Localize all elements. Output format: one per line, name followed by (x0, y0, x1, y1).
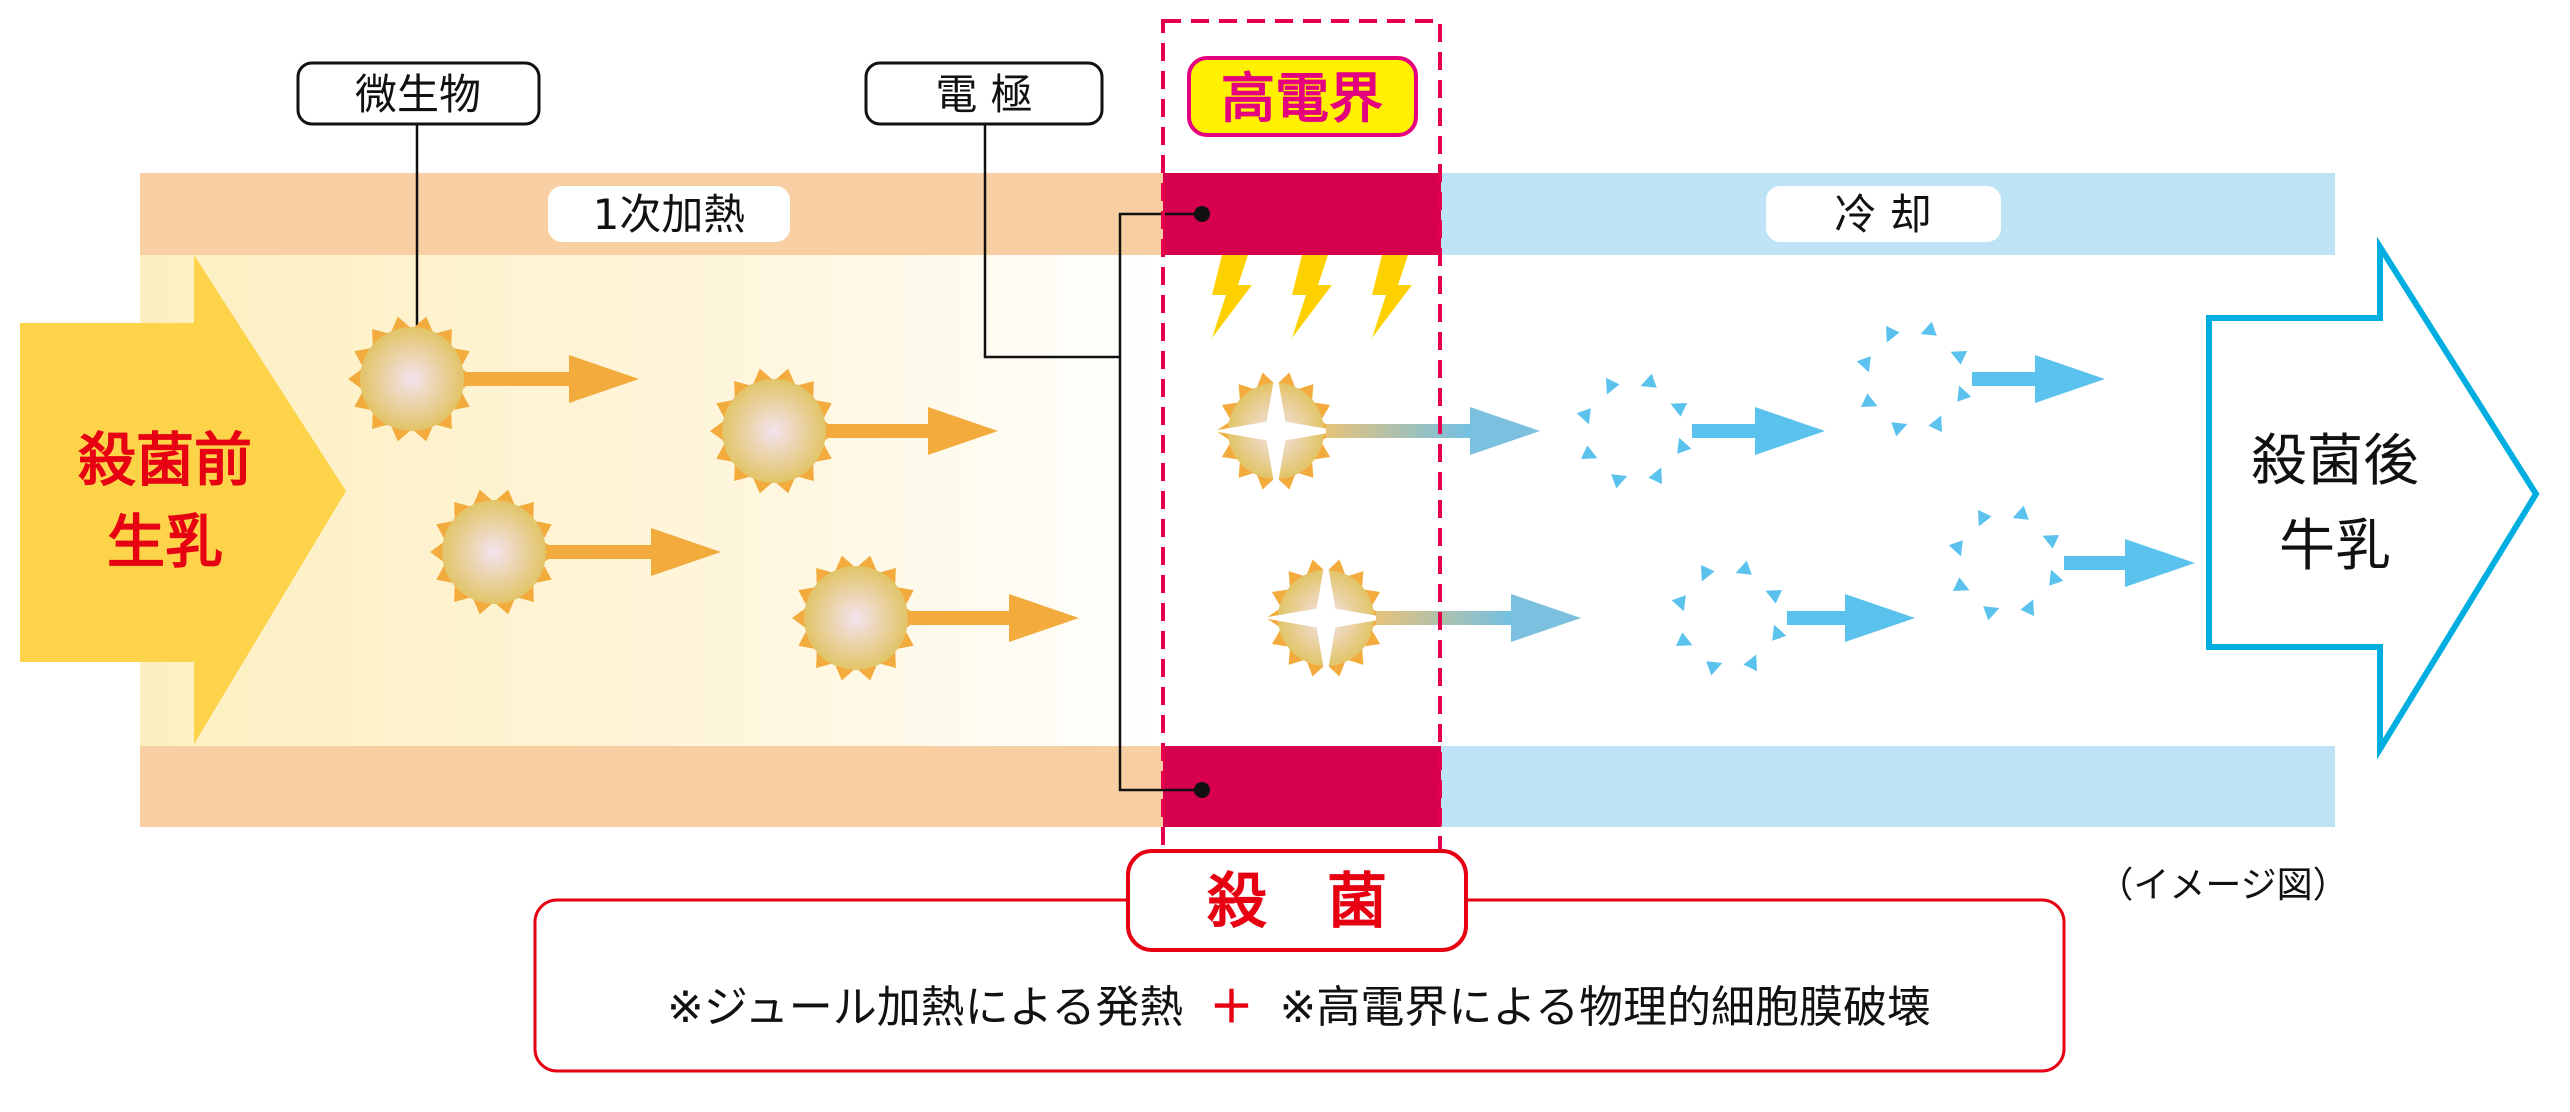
sterilization-tag (1126, 849, 1468, 952)
electrode-bottom (1163, 746, 1441, 827)
heating-band-bottom (140, 746, 1163, 827)
dead-cell-fragment (1675, 632, 1693, 646)
dead-cell-fragment (1928, 415, 1942, 433)
primary-heating-label: 1次加熱 (593, 190, 746, 239)
explanation-field: ※高電界による物理的細胞膜破壊 (1279, 982, 1931, 1033)
dead-cell-fragment (1891, 422, 1908, 437)
dead-cell-fragment (1701, 564, 1715, 582)
before-label-1: 殺菌前 (78, 426, 252, 494)
dead-cell-fragment (1952, 577, 1970, 591)
microbe-label: 微生物 (355, 70, 481, 119)
electrode-callout: 電 極 (864, 61, 1210, 798)
microbe-icon (722, 379, 826, 483)
cooling-label: 冷 却 (1834, 190, 1931, 239)
dead-cell-fragment (1580, 445, 1598, 459)
dead-cell-fragment (2020, 599, 2034, 617)
blue-arrow-head (1755, 407, 1825, 455)
dead-cell-fragment (1606, 377, 1620, 395)
dead-cell-fragment (1983, 606, 2000, 621)
high-field-label: 高電界 (1221, 67, 1383, 130)
blue-arrow-shaft (1972, 372, 2040, 386)
dead-cell-fragment (1671, 595, 1686, 612)
explanation-text: ※ジュール加熱による発熱 ＋ ※高電界による物理的細胞膜破壊 (667, 982, 1931, 1033)
orange-arrow-shaft (467, 372, 574, 386)
break-gap (1265, 367, 1287, 495)
dead-cell-fragment (1640, 373, 1657, 388)
dead-cell-fragment (1920, 321, 1937, 336)
lightning-icon (1292, 255, 1332, 338)
dead-cell-fragment (1772, 624, 1787, 641)
sterilization-label: 殺 菌 (1207, 867, 1387, 937)
dead-cell-fragment (1670, 403, 1688, 417)
break-gap (1315, 554, 1337, 682)
dead-cell-fragment (1856, 356, 1871, 373)
high-field-zone (1161, 19, 1442, 858)
blue-arrow-shaft (1692, 424, 1760, 438)
cooling-band-bottom (1441, 746, 2335, 827)
dead-cell-fragment (1706, 661, 1723, 676)
lightning-icons (1212, 255, 1412, 338)
dead-cell-fragment (1743, 654, 1757, 672)
electrode-label: 電 極 (935, 70, 1032, 119)
dead-cell-fragment (2049, 569, 2064, 586)
dead-cell-fragment (1950, 351, 1968, 365)
orange-arrow-shaft (911, 611, 1014, 625)
transition-arrow-head (1470, 407, 1540, 455)
dead-cell-fragment (1735, 560, 1752, 575)
dead-cell-fragment (1765, 590, 1783, 604)
after-label-1: 殺菌後 (2251, 429, 2419, 494)
orange-arrow-shaft (829, 424, 933, 438)
explanation-plus: ＋ (1209, 982, 1253, 1033)
transition-arrow-shaft (1326, 424, 1475, 438)
dead-cell-fragment (1886, 325, 1900, 343)
explanation-joule: ※ジュール加熱による発熱 (667, 982, 1183, 1033)
high-field-tag (1187, 56, 1418, 137)
dead-cell-fragment (1677, 437, 1692, 454)
microbe-icon (804, 566, 908, 670)
dead-cell-fragment (1948, 540, 1963, 557)
orange-arrow-head (651, 528, 721, 576)
dead-cell-fragment (2042, 535, 2060, 549)
orange-arrow-head (928, 407, 998, 455)
orange-arrow-shaft (549, 545, 656, 559)
orange-arrow-head (569, 355, 639, 403)
transition-arrow-shaft (1376, 611, 1516, 625)
lightning-icon (1372, 255, 1412, 338)
blue-arrow-head (2125, 539, 2195, 587)
blue-arrow-head (1845, 594, 1915, 642)
raw-milk-input-arrow (20, 255, 346, 744)
microbe-callout: 微生物 (296, 61, 541, 379)
before-label-2: 生乳 (107, 508, 223, 576)
orange-arrow-head (1009, 594, 1079, 642)
dead-cell-fragment (1611, 474, 1628, 489)
cooling-tag (1766, 186, 2001, 242)
image-note: （イメージ図） (2097, 865, 2348, 906)
dead-cell-fragment (1957, 385, 1972, 402)
after-label-2: 牛乳 (2279, 514, 2391, 579)
transition-arrow-head (1511, 594, 1581, 642)
dead-cell-fragment (2012, 505, 2029, 520)
blue-arrow-head (2035, 355, 2105, 403)
primary-heating-tag (548, 186, 790, 242)
dead-cell-fragment (1648, 467, 1662, 485)
dead-cell-fragment (1576, 408, 1591, 425)
sterilized-milk-output-arrow (2206, 236, 2540, 760)
dead-cell-fragment (1860, 393, 1878, 407)
lightning-icon (1212, 255, 1252, 338)
blue-arrow-shaft (1787, 611, 1850, 625)
dead-cell-fragment (1978, 509, 1992, 527)
blue-arrow-shaft (2064, 556, 2130, 570)
microbe-icon (360, 327, 464, 431)
microbe-icon (442, 500, 546, 604)
